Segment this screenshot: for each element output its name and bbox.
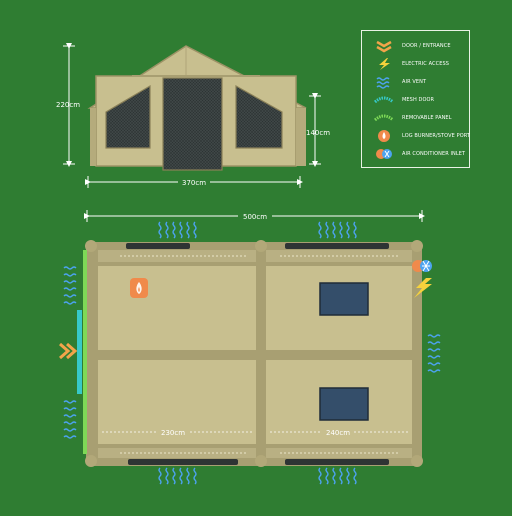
- front-right-window: [235, 84, 283, 149]
- room-top-left: [98, 266, 256, 350]
- left-room-width-label: 230cm: [161, 429, 185, 437]
- legend: DOOR / ENTRANCE ELECTRIC ACCESS AIR VENT…: [361, 30, 470, 168]
- front-width-label: 370cm: [182, 179, 206, 187]
- log-burner-icon: [130, 278, 148, 298]
- front-left-window: [105, 84, 151, 149]
- air-conditioner-icon: [412, 260, 432, 272]
- front-height-label: 220cm: [56, 101, 80, 109]
- front-mesh-door: [162, 77, 223, 171]
- bottom-right-roof-vent: [285, 459, 389, 465]
- floor-plan: 500cm 230cm 240cm: [59, 210, 441, 485]
- electric-access-icon: [414, 278, 432, 298]
- door-entrance-icon: [59, 342, 78, 360]
- plan-length-label: 500cm: [243, 213, 267, 221]
- legend-item-air-conditioner: AIR CONDITIONER INLET: [374, 147, 465, 161]
- vents-bottom: [158, 467, 357, 485]
- right-room-width-label: 240cm: [326, 429, 350, 437]
- skylight-top: [319, 282, 369, 316]
- left-mesh-door: [77, 310, 82, 394]
- door-entrance-icon: [376, 40, 392, 53]
- legend-item-electric: ELECTRIC ACCESS: [374, 57, 449, 71]
- legend-item-mesh-door: MESH DOOR: [374, 93, 434, 107]
- air-conditioner-icon: [376, 149, 392, 159]
- legend-item-removable-panel: REMOVABLE PANEL: [374, 111, 452, 125]
- front-view: 220cm 140cm 370cm: [56, 43, 330, 188]
- legend-item-log-burner: LOG BURNER/STOVE PORT: [374, 129, 470, 143]
- vents-right: [427, 334, 441, 373]
- mesh-door-icon: [374, 96, 394, 104]
- top-right-roof-vent: [285, 243, 389, 249]
- air-vent-icon: [376, 77, 390, 89]
- front-wall-label: 140cm: [306, 129, 330, 137]
- bottom-left-roof-vent: [128, 459, 238, 465]
- legend-item-air-vent: AIR VENT: [374, 75, 426, 89]
- removable-panel-icon: [374, 114, 394, 122]
- vents-top: [158, 221, 357, 239]
- log-burner-icon: [378, 130, 390, 142]
- top-left-roof-vent: [126, 243, 190, 249]
- electric-access-icon: [379, 58, 390, 70]
- skylight-bottom: [319, 387, 369, 421]
- left-removable-panel: [83, 250, 87, 454]
- legend-item-door: DOOR / ENTRANCE: [374, 39, 451, 53]
